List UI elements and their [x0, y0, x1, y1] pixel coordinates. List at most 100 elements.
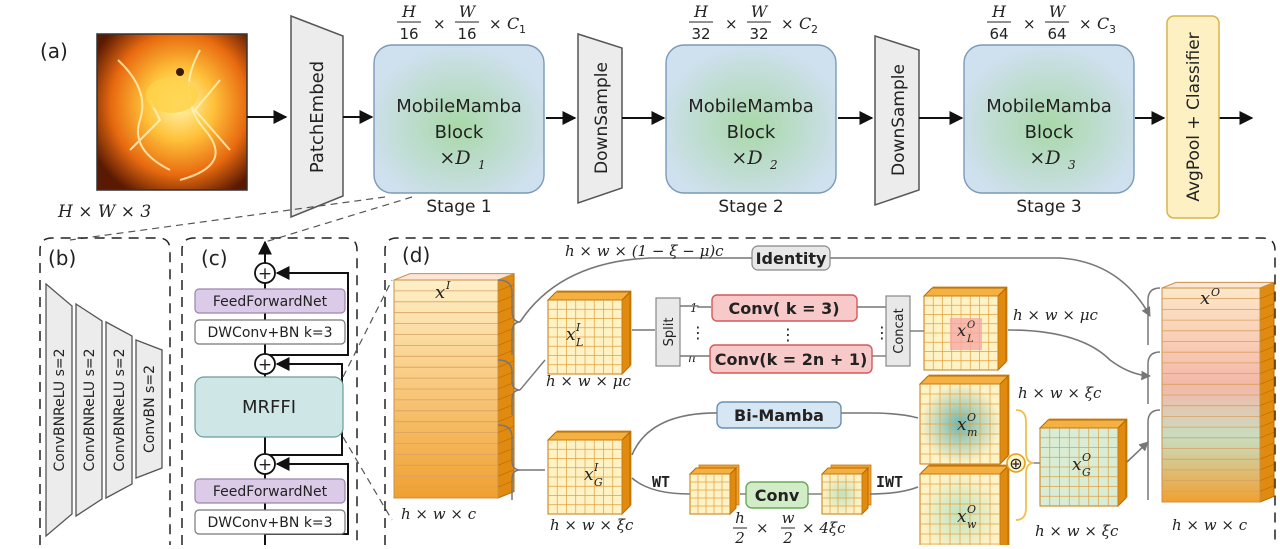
conv-mid-label: Conv	[755, 486, 800, 505]
stage-1-line1: MobileMamba	[396, 96, 522, 117]
panel-c-frame	[181, 237, 358, 545]
xIG-dims: h × w × ξc	[550, 516, 634, 534]
svg-text:x: x	[584, 465, 594, 485]
panel-b-layer-1	[45, 282, 73, 538]
downsample2-trapezoid	[874, 34, 920, 207]
svg-text:x: x	[1072, 455, 1082, 475]
bimamba-label: Bi-Mamba	[734, 406, 824, 425]
classifier-box	[1166, 15, 1220, 219]
svg-text:1: 1	[519, 23, 526, 36]
svg-text:w: w	[782, 509, 795, 527]
wt-dims: h 2 × w 2 × 4ξc	[733, 509, 846, 547]
svg-text:×: ×	[433, 15, 446, 33]
stage-3-line1: MobileMamba	[986, 96, 1112, 117]
concat-box	[885, 295, 911, 367]
svg-text:+: +	[258, 455, 272, 475]
bimamba-box	[716, 401, 842, 429]
brace-output-mid	[1147, 351, 1161, 404]
svg-text:W: W	[1049, 2, 1067, 21]
input-dims: H × W × 3	[57, 202, 151, 222]
input-image	[96, 33, 248, 191]
svg-text:x: x	[957, 321, 966, 340]
xO-label: x O	[1200, 286, 1220, 309]
xIL-cube	[546, 290, 632, 376]
brace-output-bottom	[1147, 409, 1161, 500]
panel-c-residual-3	[265, 266, 349, 356]
oplus-node: ⊕	[1006, 453, 1026, 473]
svg-text:C: C	[507, 14, 519, 33]
ffn-bottom-label: FeedForwardNet	[213, 484, 328, 500]
svg-text:L: L	[575, 336, 583, 349]
xOG-cube	[1038, 418, 1128, 508]
brace-output-top	[1147, 287, 1161, 345]
svg-text:+: +	[258, 355, 272, 375]
downsample1-label: DownSample	[592, 62, 612, 174]
patchembed-label: PatchEmbed	[307, 61, 328, 173]
dw-bottom-label: DWConv+BN k=3	[207, 515, 332, 531]
connector-mrffi-d-bottom	[342, 436, 393, 521]
svg-text:O: O	[1082, 451, 1091, 464]
split-index-n: n	[688, 351, 696, 365]
svg-text:O: O	[967, 320, 975, 331]
svg-text:W: W	[459, 2, 477, 21]
panel-b-frame	[39, 237, 171, 545]
connector-stage1-c	[264, 196, 413, 243]
brace-input-top	[497, 279, 521, 355]
split-box	[655, 297, 681, 367]
svg-text:16: 16	[399, 25, 418, 43]
connector-stage1-b	[69, 196, 386, 241]
svg-text:×: ×	[725, 15, 738, 33]
panel-label-d: (d)	[402, 243, 430, 267]
svg-text:64: 64	[1047, 25, 1066, 43]
identity-path	[519, 257, 1151, 323]
wt-cube	[688, 464, 740, 516]
stage-2-line2: Block	[727, 122, 776, 143]
classifier-label: AvgPool + Classifier	[1184, 32, 1204, 201]
svg-text:64: 64	[989, 25, 1008, 43]
svg-text:1: 1	[478, 158, 486, 172]
xO-dims: h × w × c	[1172, 516, 1248, 534]
panel-b-layer-1-label: ConvBNReLU s=2	[52, 348, 68, 471]
svg-text:+: +	[258, 264, 272, 284]
svg-text:×: ×	[1079, 15, 1092, 33]
mrffi-box	[194, 376, 344, 438]
svg-text:x: x	[1200, 288, 1210, 309]
svg-text:3: 3	[1068, 158, 1076, 172]
stage-2-line1: MobileMamba	[688, 96, 814, 117]
xIL-dims: h × w × μc	[546, 372, 631, 390]
ffn-top-box	[194, 288, 346, 314]
identity-label: Identity	[756, 249, 827, 268]
xOw-label: x O w	[957, 503, 977, 531]
patchembed-trapezoid	[290, 14, 344, 219]
svg-text:I: I	[575, 321, 581, 334]
split-index-1: 1	[690, 301, 698, 315]
downsample1-trapezoid	[577, 32, 623, 205]
xOG-label: x O G	[1072, 451, 1091, 479]
svg-text:I: I	[593, 461, 599, 474]
panel-label-c: (c)	[201, 246, 228, 270]
stage-3-block	[963, 44, 1135, 194]
mrffi-label: MRFFI	[242, 397, 296, 418]
split-label: Split	[662, 318, 677, 347]
plus-node-2: +	[254, 353, 276, 375]
brace-input-mid	[497, 359, 521, 415]
xOm-label: x O m	[957, 411, 977, 439]
panel-b-layer-2	[75, 302, 103, 518]
dw-top-label: DWConv+BN k=3	[207, 325, 332, 341]
arrow-xOG-output	[1126, 441, 1149, 463]
svg-text:×D: ×D	[731, 147, 762, 169]
panel-label-b: (b)	[48, 246, 76, 270]
panel-label-a: (a)	[40, 39, 68, 63]
panel-b-layer-4	[135, 339, 163, 479]
svg-text:H: H	[693, 2, 709, 21]
svg-text:O: O	[967, 411, 976, 424]
path-xOL-output	[1007, 329, 1151, 381]
ffn-bottom-box	[194, 478, 346, 504]
